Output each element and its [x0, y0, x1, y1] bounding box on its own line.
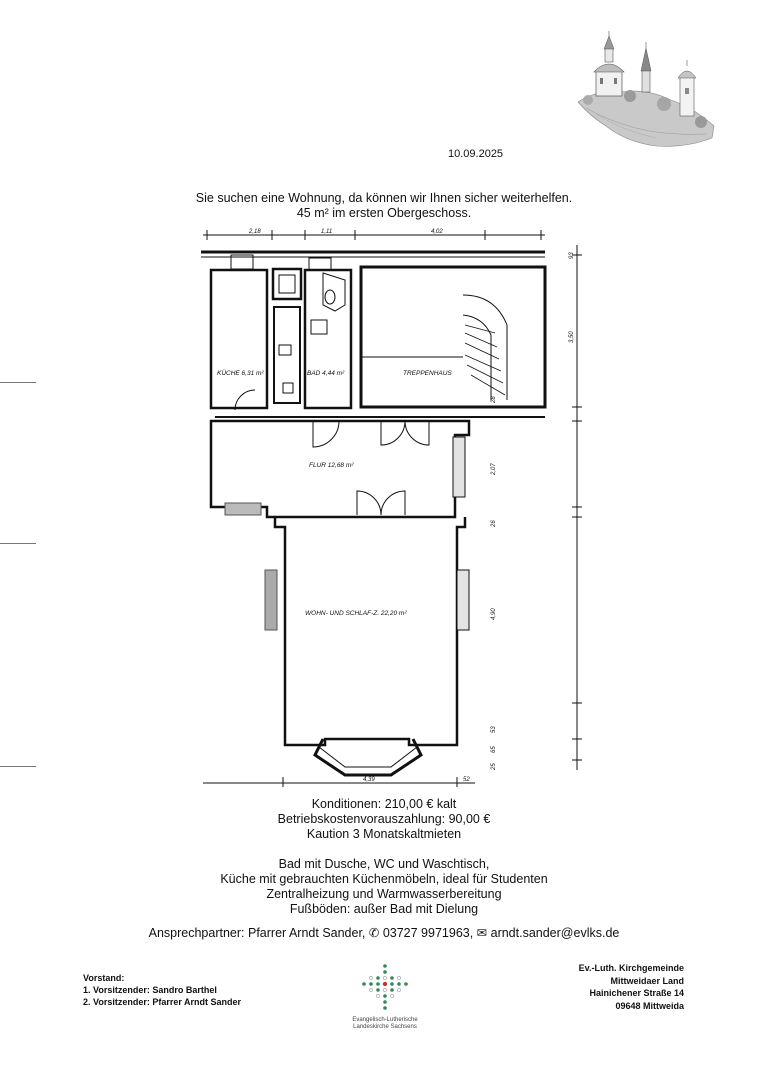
dim-right-8: 65 [491, 746, 497, 753]
features-line: Fußböden: außer Bad mit Dielung [289, 902, 479, 916]
board-line: 2. Vorsitzender: Pfarrer Arndt Sander [83, 997, 242, 1007]
logo-line: Evangelisch-Lutherische [352, 1017, 418, 1023]
floor-plan: KÜCHE 6,31 m² BAD 4,44 m² TREPPENHAUS FL… [201, 229, 582, 787]
margin-mark [0, 382, 36, 383]
board-line: 1. Vorsitzender: Sandro Barthel [83, 985, 217, 995]
dim-top-3: 4,02 [431, 229, 443, 235]
features-line: Zentralheizung und Warmwasserbereitung [266, 887, 502, 901]
dim-right-4: 2,07 [491, 463, 497, 476]
intro-line: Sie suchen eine Wohnung, da können wir I… [195, 191, 573, 205]
margin-mark [0, 766, 36, 767]
dim-right-1: 93 [569, 252, 575, 259]
dim-right-7: 53 [491, 726, 497, 733]
dim-right-6: 4,90 [491, 608, 497, 620]
label-kitchen: KÜCHE 6,31 m² [217, 369, 264, 377]
dim-right-5: 26 [491, 520, 497, 528]
conditions-line: Betriebskostenvorauszahlung: 90,00 € [277, 812, 491, 826]
margin-mark [0, 543, 36, 544]
board-title: Vorstand: [83, 973, 125, 983]
contact-text: Ansprechpartner: Pfarrer Arndt Sander, ✆… [148, 926, 620, 940]
features-line: Küche mit gebrauchten Küchenmöbeln, idea… [220, 872, 548, 886]
dim-right-2: 3,50 [569, 331, 575, 343]
address-line: Hainichener Straße 14 [589, 988, 684, 998]
address-line: Mittweidaer Land [610, 975, 684, 986]
conditions-line: Konditionen: 210,00 € kalt [311, 797, 457, 811]
label-bath: BAD 4,44 m² [307, 370, 345, 377]
label-hall: FLUR 12,68 m² [309, 462, 354, 469]
church-logo-text: Evangelisch-Lutherische Landeskirche Sac… [330, 1017, 440, 1031]
features: Bad mit Dusche, WC und Waschtisch, Küche… [0, 857, 768, 917]
address-line: Ev.-Luth. Kirchgemeinde [578, 963, 684, 973]
dim-right-9: 25 [491, 763, 497, 771]
intro-line: 45 m² im ersten Obergeschoss. [296, 206, 472, 220]
church-logo-icon [362, 964, 408, 1010]
contact-line: Ansprechpartner: Pfarrer Arndt Sander, ✆… [0, 925, 768, 940]
dim-bottom-2: 52 [463, 777, 470, 783]
logo-line: Landeskirche Sachsens [353, 1024, 417, 1030]
conditions: Konditionen: 210,00 € kalt Betriebskoste… [0, 797, 768, 842]
dim-right-3: 28 [491, 396, 497, 404]
conditions-line: Kaution 3 Monatskaltmieten [306, 827, 462, 841]
label-living: WOHN- UND SCHLAF-Z. 22,20 m² [305, 610, 407, 617]
dim-top-1: 2,18 [248, 229, 261, 235]
intro-text: Sie suchen eine Wohnung, da können wir I… [0, 191, 768, 221]
features-line: Bad mit Dusche, WC und Waschtisch, [278, 857, 490, 871]
dim-bottom-1: 4,39 [363, 777, 375, 783]
church-illustration [577, 31, 715, 147]
dim-top-2: 1,11 [321, 229, 332, 235]
board-info: Vorstand: 1. Vorsitzender: Sandro Barthe… [83, 972, 241, 1008]
address-block: Ev.-Luth. Kirchgemeinde Mittweidaer Land… [579, 962, 684, 1012]
address-line: 09648 Mittweida [615, 1000, 684, 1011]
label-stairwell: TREPPENHAUS [403, 370, 452, 377]
